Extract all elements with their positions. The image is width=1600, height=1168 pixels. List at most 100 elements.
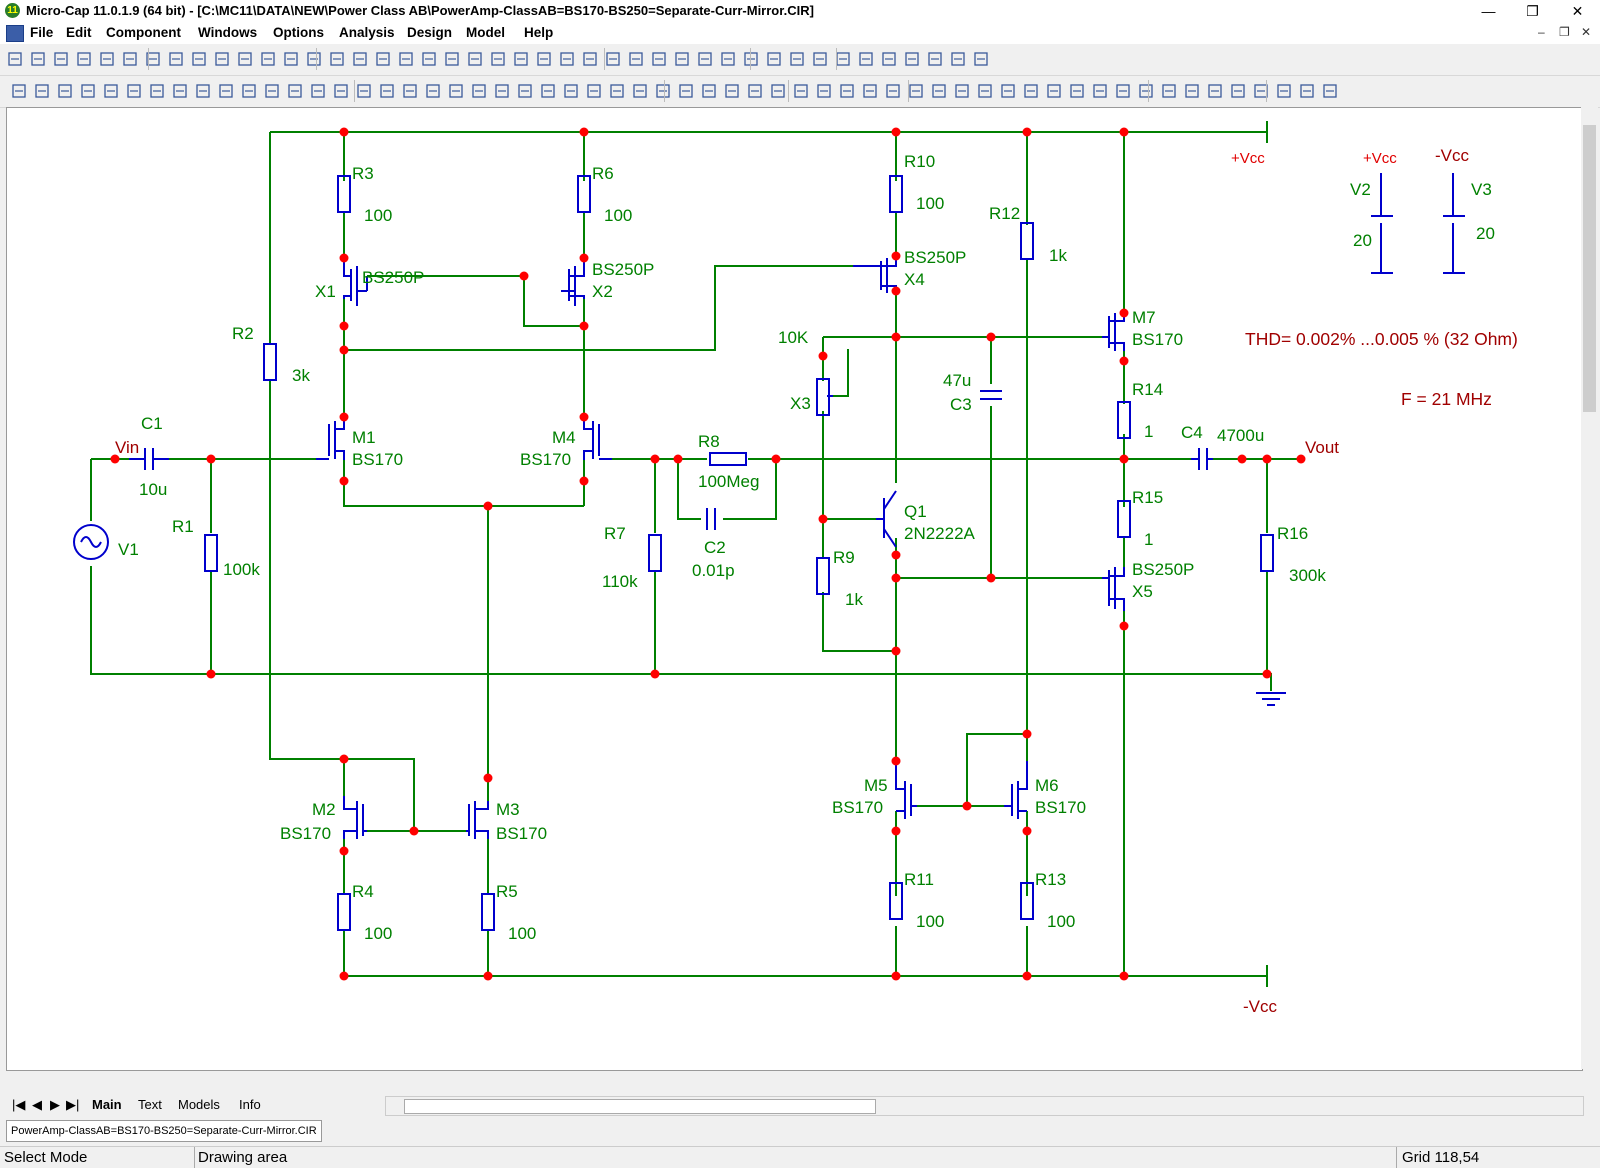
new-icon[interactable] (788, 50, 806, 68)
zoom-in-icon[interactable] (608, 82, 626, 100)
print-icon[interactable] (857, 50, 875, 68)
transistor-icon[interactable] (696, 50, 714, 68)
menu-file[interactable]: File (30, 25, 54, 40)
redo-icon[interactable] (512, 50, 530, 68)
open-icon[interactable] (811, 50, 829, 68)
grid-icon[interactable] (765, 50, 783, 68)
select-icon[interactable] (424, 82, 442, 100)
paste-icon[interactable] (972, 50, 990, 68)
menu-windows[interactable]: Windows (198, 25, 258, 40)
menu-edit[interactable]: Edit (66, 25, 92, 40)
bus-icon[interactable] (516, 82, 534, 100)
new-icon[interactable] (6, 50, 24, 68)
copy-icon[interactable] (949, 50, 967, 68)
probe-icon[interactable] (1137, 82, 1155, 100)
mdi-restore-button[interactable]: ❐ (1559, 25, 1570, 39)
menu-analysis[interactable]: Analysis (339, 25, 395, 40)
node-icon[interactable] (700, 82, 718, 100)
zoom-in-icon[interactable] (194, 82, 212, 100)
wire-icon[interactable] (861, 82, 879, 100)
info-icon[interactable] (562, 82, 580, 100)
menu-design[interactable]: Design (407, 25, 453, 40)
tab-main[interactable]: Main (92, 1097, 122, 1112)
redo-icon[interactable] (903, 50, 921, 68)
node-icon[interactable] (286, 82, 304, 100)
mirror-icon[interactable] (677, 82, 695, 100)
menu-options[interactable]: Options (273, 25, 324, 40)
print-icon[interactable] (75, 50, 93, 68)
probe-icon[interactable] (309, 82, 327, 100)
diode-icon[interactable] (282, 50, 300, 68)
zoom-in-icon[interactable] (1022, 82, 1040, 100)
undo-icon[interactable] (489, 50, 507, 68)
ground-icon[interactable] (604, 50, 622, 68)
bus-icon[interactable] (930, 82, 948, 100)
save-icon[interactable] (52, 50, 70, 68)
vertical-scroll-thumb[interactable] (1583, 125, 1596, 412)
cut-icon[interactable] (535, 50, 553, 68)
save-icon[interactable] (443, 50, 461, 68)
warning-icon[interactable] (1183, 82, 1201, 100)
info-icon[interactable] (976, 82, 994, 100)
plus-icon[interactable] (378, 82, 396, 100)
mirror-icon[interactable] (263, 82, 281, 100)
text-icon[interactable] (1298, 82, 1316, 100)
rotate-icon[interactable] (240, 82, 258, 100)
tab-text[interactable]: Text (138, 1097, 162, 1112)
print-icon[interactable] (466, 50, 484, 68)
wire-icon[interactable] (447, 82, 465, 100)
mdi-close-button[interactable]: ✕ (1581, 25, 1592, 39)
info-icon[interactable] (148, 82, 166, 100)
vertical-scrollbar[interactable] (1581, 107, 1598, 1069)
paste-icon[interactable] (190, 50, 208, 68)
tab-last-arrow[interactable]: ▶| (66, 1097, 80, 1112)
capacitor-icon[interactable] (259, 50, 277, 68)
new-icon[interactable] (397, 50, 415, 68)
flag-icon[interactable] (539, 82, 557, 100)
copy-icon[interactable] (558, 50, 576, 68)
node-icon[interactable] (1114, 82, 1132, 100)
tab-prev-arrow[interactable]: ◀ (32, 1097, 42, 1112)
tab-first-arrow[interactable]: |◀ (12, 1097, 26, 1112)
wire-icon[interactable] (33, 82, 51, 100)
bus-icon[interactable] (102, 82, 120, 100)
plus-icon[interactable] (1206, 82, 1224, 100)
close-button[interactable]: ✕ (1571, 3, 1584, 19)
select-icon[interactable] (838, 82, 856, 100)
zoom-out-icon[interactable] (1045, 82, 1063, 100)
warning-icon[interactable] (769, 82, 787, 100)
probe-icon[interactable] (723, 82, 741, 100)
pen-icon[interactable] (907, 82, 925, 100)
cut-icon[interactable] (144, 50, 162, 68)
mosfet-icon[interactable] (719, 50, 737, 68)
pin-icon[interactable] (999, 82, 1017, 100)
zoom-out-icon[interactable] (217, 82, 235, 100)
select-icon[interactable] (10, 82, 28, 100)
horizontal-scrollbar[interactable] (385, 1096, 1584, 1116)
tab-next-arrow[interactable]: ▶ (50, 1097, 60, 1112)
save-icon[interactable] (834, 50, 852, 68)
text-icon[interactable] (470, 82, 488, 100)
copy-icon[interactable] (167, 50, 185, 68)
tab-info[interactable]: Info (239, 1097, 261, 1112)
zoom-out-icon[interactable] (631, 82, 649, 100)
mosfet-icon[interactable] (328, 50, 346, 68)
horizontal-scroll-thumb[interactable] (404, 1099, 876, 1114)
undo-icon[interactable] (880, 50, 898, 68)
pin-icon[interactable] (171, 82, 189, 100)
menu-help[interactable]: Help (524, 25, 554, 40)
flag-icon[interactable] (953, 82, 971, 100)
grid-icon[interactable] (815, 82, 833, 100)
open-icon[interactable] (420, 50, 438, 68)
ground-icon[interactable] (213, 50, 231, 68)
tab-models[interactable]: Models (178, 1097, 220, 1112)
grid-icon[interactable] (374, 50, 392, 68)
resistor-icon[interactable] (236, 50, 254, 68)
text-icon[interactable] (56, 82, 74, 100)
find-icon[interactable] (746, 82, 764, 100)
pen-icon[interactable] (1321, 82, 1339, 100)
grid-icon[interactable] (1229, 82, 1247, 100)
window-icon[interactable] (742, 50, 760, 68)
open-icon[interactable] (29, 50, 47, 68)
warning-icon[interactable] (355, 82, 373, 100)
